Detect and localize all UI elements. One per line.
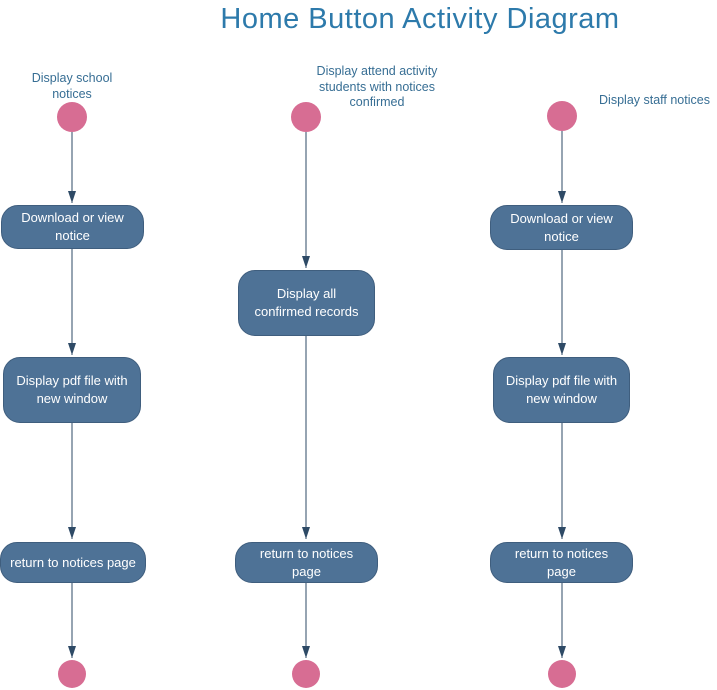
activity-return-notices-attend: return to notices page [235,542,378,583]
start-label-school: Display school notices [31,71,113,101]
start-node-staff [547,101,577,131]
end-node-staff [548,660,576,688]
activity-display-pdf-school: Display pdf file with new window [3,357,141,423]
start-node-attend [291,102,321,132]
end-node-attend [292,660,320,688]
start-label-attend: Display attend activity students with no… [316,64,438,110]
activity-return-notices-school: return to notices page [0,542,146,583]
activity-display-pdf-staff: Display pdf file with new window [493,357,630,423]
diagram-title: Home Button Activity Diagram [220,3,620,35]
activity-download-view-notice-school: Download or view notice [1,205,144,249]
activity-return-notices-staff: return to notices page [490,542,633,583]
start-node-school [57,102,87,132]
end-node-school [58,660,86,688]
start-label-staff: Display staff notices [599,93,710,107]
activity-display-confirmed-records: Display all confirmed records [238,270,375,336]
activity-download-view-notice-staff: Download or view notice [490,205,633,250]
